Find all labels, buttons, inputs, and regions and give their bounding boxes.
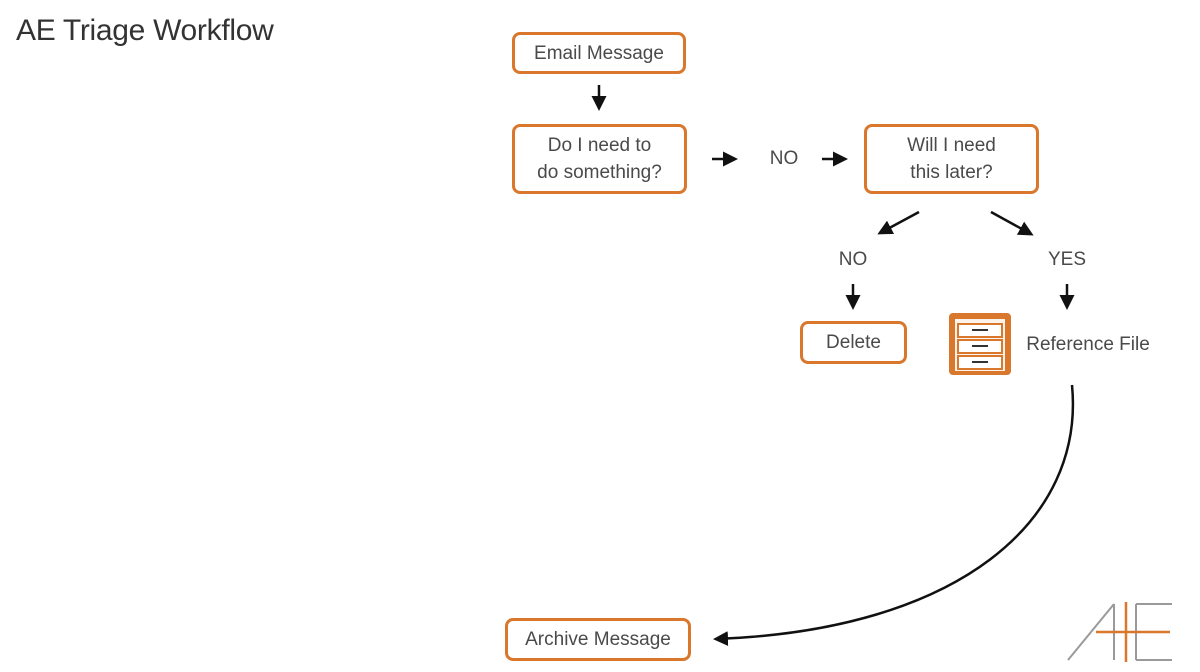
node-need-later-label: Will I need this later? [907,135,996,183]
file-cabinet-icon [949,313,1011,375]
node-do-something: Do I need to do something? [512,124,687,194]
node-email-message-label: Email Message [534,42,664,64]
node-do-something-label: Do I need to do something? [537,135,662,183]
node-delete-label: Delete [826,332,881,353]
edge-label-yes: YES [1047,249,1087,270]
node-archive-message: Archive Message [505,618,691,661]
edge-label-no-first: NO [769,148,799,169]
node-need-later: Will I need this later? [864,124,1039,194]
node-email-message: Email Message [512,32,686,74]
node-delete: Delete [800,321,907,364]
edge-label-no-second: NO [838,249,868,270]
page-title: AE Triage Workflow [16,14,274,47]
arrow-need-later-to-yes [990,210,1034,236]
arrow-need-later-to-no [877,210,920,235]
reference-file-label: Reference File [1026,334,1150,355]
ae-logo [1067,602,1172,662]
arrow-reference-to-archive [713,384,1075,647]
node-archive-message-label: Archive Message [525,629,671,650]
